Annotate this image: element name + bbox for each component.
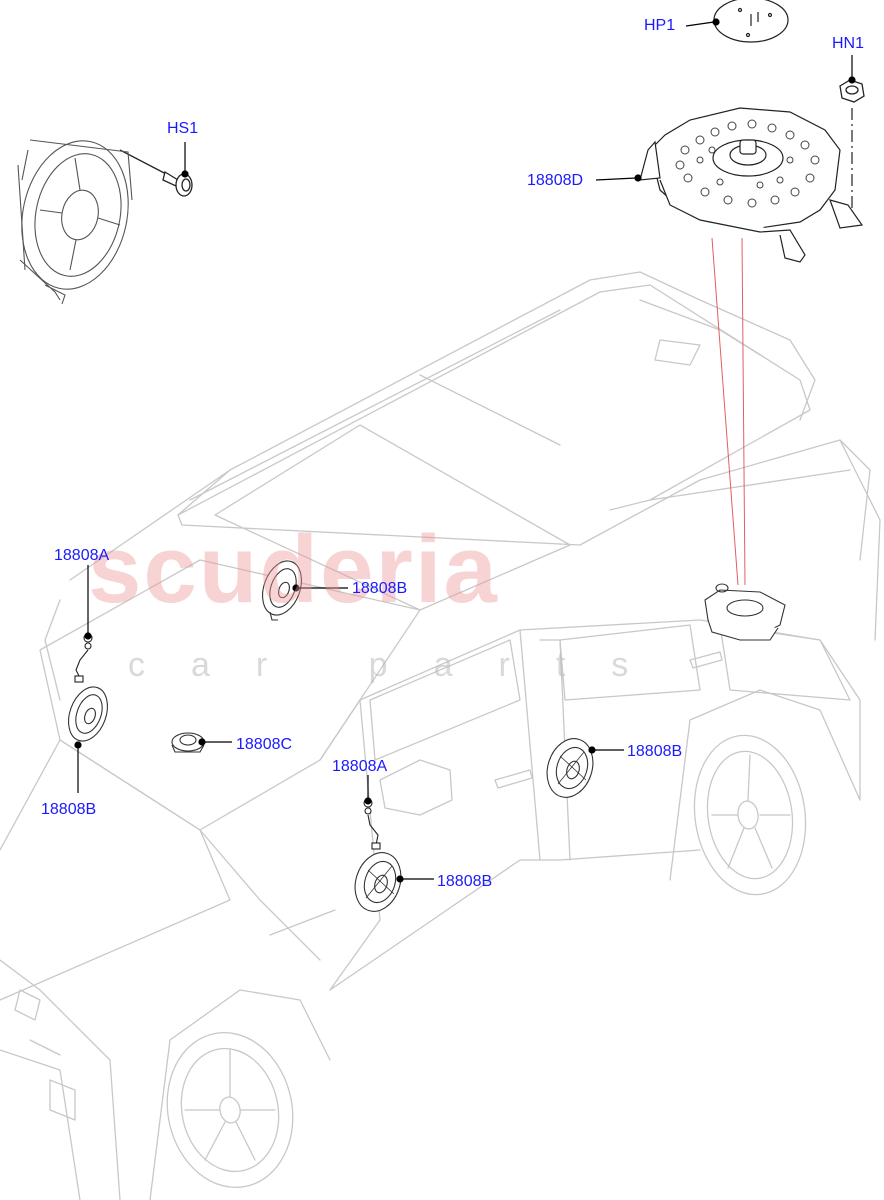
speaker-front-left-18808b[interactable] — [62, 682, 115, 747]
speaker-front-door-18808b[interactable] — [348, 847, 408, 918]
speaker-large-left[interactable] — [9, 131, 142, 305]
tweeter-front-18808a[interactable] — [74, 633, 93, 683]
callout-18808d[interactable]: 18808D — [527, 172, 584, 189]
hn1-nut[interactable] — [839, 79, 865, 103]
callout-18808b-front-door[interactable]: 18808B — [437, 873, 493, 890]
watermark-tagline: car parts — [128, 646, 675, 684]
speaker-rear-door-18808b[interactable] — [540, 733, 600, 804]
callout-18808c[interactable]: 18808C — [236, 736, 293, 753]
callout-18808a-front[interactable]: 18808A — [54, 547, 110, 564]
guide-lines — [711, 237, 746, 586]
watermark-brand: scuderia — [88, 516, 499, 623]
callout-hs1[interactable]: HS1 — [167, 120, 199, 137]
subwoofer-18808d[interactable] — [639, 107, 864, 263]
tweeter-door-18808a[interactable] — [363, 798, 381, 850]
subwoofer-installed — [704, 583, 786, 641]
speaker-dash-18808b[interactable] — [256, 556, 309, 621]
callout-18808b-dash[interactable]: 18808B — [352, 580, 408, 597]
leader-lines — [74, 18, 856, 883]
callout-hn1[interactable]: HN1 — [832, 35, 865, 52]
speaker-centre-18808c[interactable] — [171, 732, 205, 753]
callout-18808b-left[interactable]: 18808B — [41, 801, 97, 818]
callout-18808a-door[interactable]: 18808A — [332, 758, 388, 775]
hp1-pad[interactable] — [713, 0, 789, 43]
hs1-screw[interactable] — [119, 149, 193, 197]
callout-hp1[interactable]: HP1 — [644, 17, 676, 34]
callout-18808b-rear-door[interactable]: 18808B — [627, 743, 683, 760]
vehicle-outline — [0, 271, 881, 1200]
